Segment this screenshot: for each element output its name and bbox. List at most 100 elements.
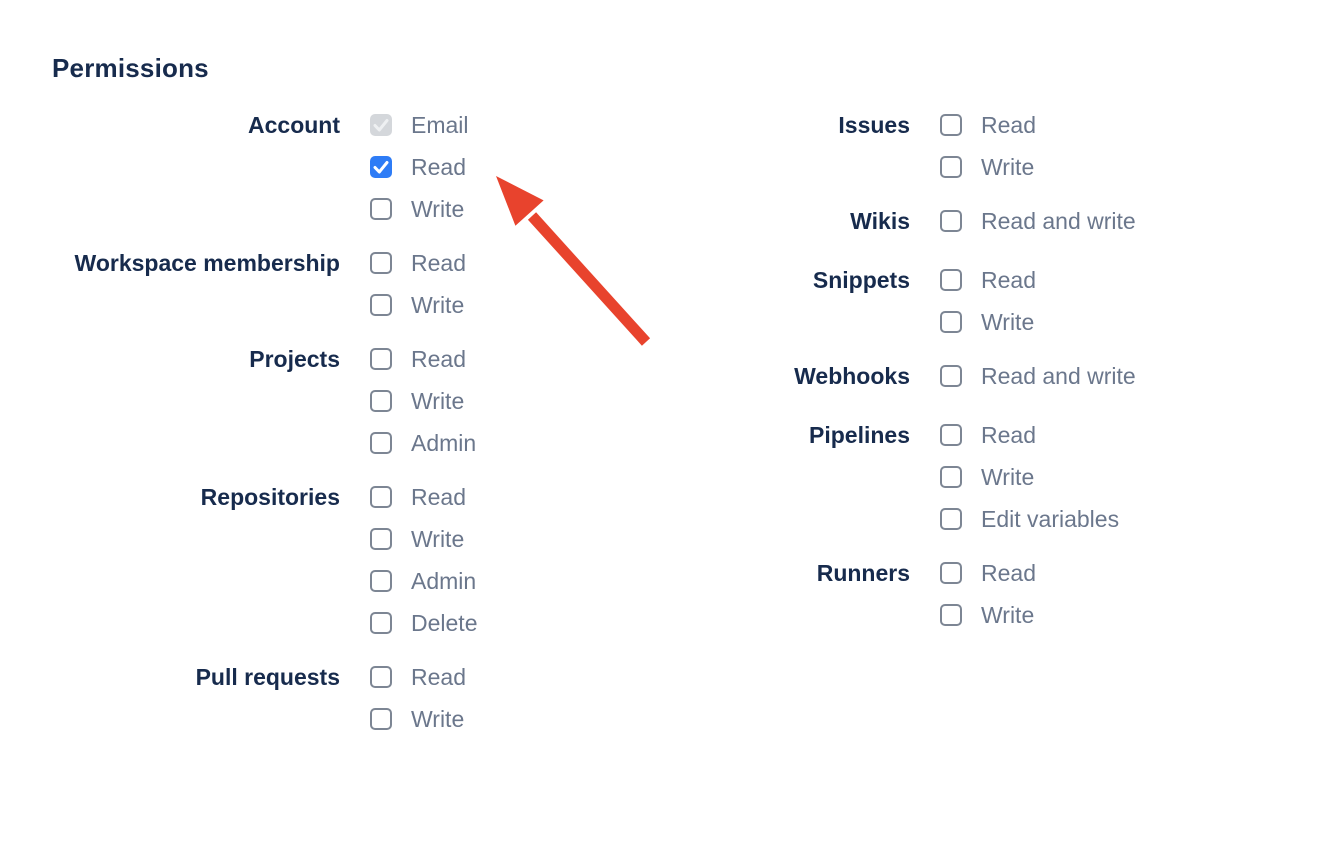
group-label-runners: Runners <box>816 560 910 586</box>
page-title: Permissions <box>52 53 209 83</box>
options-webhooks: Read and write <box>940 363 1136 389</box>
projects-read-option[interactable]: Read <box>370 346 476 372</box>
pull-requests-read-option[interactable]: Read <box>370 664 466 690</box>
group-label-workspace-membership: Workspace membership <box>74 250 340 276</box>
option-label-write: Write <box>411 706 465 732</box>
repositories-write-checkbox[interactable] <box>370 528 392 550</box>
option-label-read: Read <box>411 346 466 372</box>
repositories-admin-option[interactable]: Admin <box>370 568 477 594</box>
option-label-read: Read <box>981 560 1036 586</box>
pipelines-edit-variables-checkbox[interactable] <box>940 508 962 530</box>
option-label-write: Write <box>411 196 465 222</box>
projects-admin-checkbox[interactable] <box>370 432 392 454</box>
projects-read-checkbox[interactable] <box>370 348 392 370</box>
option-label-email: Email <box>411 112 469 138</box>
webhooks-read-and-write-checkbox[interactable] <box>940 365 962 387</box>
pipelines-edit-variables-option[interactable]: Edit variables <box>940 506 1120 532</box>
option-label-write: Write <box>411 388 465 414</box>
group-label-pull-requests: Pull requests <box>195 664 340 690</box>
repositories-write-option[interactable]: Write <box>370 528 477 551</box>
option-label-read-and-write: Read and write <box>981 363 1136 389</box>
repositories-read-checkbox[interactable] <box>370 486 392 508</box>
option-label-write: Write <box>981 154 1035 180</box>
account-write-checkbox[interactable] <box>370 198 392 220</box>
snippets-write-option[interactable]: Write <box>940 309 1036 335</box>
workspace-membership-read-option[interactable]: Read <box>370 250 466 276</box>
option-label-write: Write <box>981 464 1035 490</box>
projects-write-option[interactable]: Write <box>370 388 476 414</box>
workspace-membership-write-option[interactable]: Write <box>370 292 466 318</box>
snippets-read-option[interactable]: Read <box>940 269 1036 292</box>
issues-write-checkbox[interactable] <box>940 156 962 178</box>
option-label-read: Read <box>411 664 466 690</box>
option-label-write: Write <box>411 292 465 318</box>
account-read-option[interactable]: Read <box>370 154 469 180</box>
snippets-write-checkbox[interactable] <box>940 311 962 333</box>
pull-requests-read-checkbox[interactable] <box>370 666 392 688</box>
group-label-snippets: Snippets <box>812 267 910 293</box>
option-label-read: Read <box>411 484 466 510</box>
account-email-checkbox <box>370 114 392 136</box>
options-wikis: Read and write <box>940 210 1136 233</box>
runners-write-option[interactable]: Write <box>940 602 1036 628</box>
webhooks-read-and-write-option[interactable]: Read and write <box>940 363 1136 389</box>
repositories-delete-checkbox[interactable] <box>370 612 392 634</box>
option-label-admin: Admin <box>411 568 477 594</box>
workspace-membership-write-checkbox[interactable] <box>370 294 392 316</box>
account-read-checkbox[interactable] <box>370 156 392 178</box>
account-write-option[interactable]: Write <box>370 196 469 222</box>
runners-read-checkbox[interactable] <box>940 562 962 584</box>
pipelines-read-option[interactable]: Read <box>940 422 1119 448</box>
option-label-admin: Admin <box>411 430 477 456</box>
issues-write-option[interactable]: Write <box>940 154 1036 180</box>
wikis-read-and-write-option[interactable]: Read and write <box>940 210 1136 233</box>
repositories-read-option[interactable]: Read <box>370 484 477 510</box>
option-label-read: Read <box>411 154 466 180</box>
option-label-delete: Delete <box>411 610 478 636</box>
group-label-projects: Projects <box>249 346 340 372</box>
pipelines-write-checkbox[interactable] <box>940 466 962 488</box>
option-label-edit-variables: Edit variables <box>981 506 1120 532</box>
option-label-write: Write <box>981 309 1035 335</box>
issues-read-option[interactable]: Read <box>940 114 1036 137</box>
projects-write-checkbox[interactable] <box>370 390 392 412</box>
option-label-read: Read <box>411 250 466 276</box>
option-label-write: Write <box>981 602 1035 628</box>
repositories-admin-checkbox[interactable] <box>370 570 392 592</box>
option-label-read: Read <box>981 422 1036 448</box>
pipelines-write-option[interactable]: Write <box>940 464 1119 490</box>
pull-requests-write-option[interactable]: Write <box>370 706 466 732</box>
group-label-issues: Issues <box>838 112 910 138</box>
pull-requests-write-checkbox[interactable] <box>370 708 392 730</box>
projects-admin-option[interactable]: Admin <box>370 430 477 456</box>
group-label-account: Account <box>248 112 340 138</box>
workspace-membership-read-checkbox[interactable] <box>370 252 392 274</box>
runners-read-option[interactable]: Read <box>940 560 1036 586</box>
wikis-read-and-write-checkbox[interactable] <box>940 210 962 232</box>
group-label-webhooks: Webhooks <box>794 363 910 389</box>
snippets-read-checkbox[interactable] <box>940 269 962 291</box>
repositories-delete-option[interactable]: Delete <box>370 610 478 636</box>
issues-read-checkbox[interactable] <box>940 114 962 136</box>
pipelines-read-checkbox[interactable] <box>940 424 962 446</box>
runners-write-checkbox[interactable] <box>940 604 962 626</box>
group-label-wikis: Wikis <box>850 208 910 234</box>
account-email-option: Email <box>370 112 469 138</box>
